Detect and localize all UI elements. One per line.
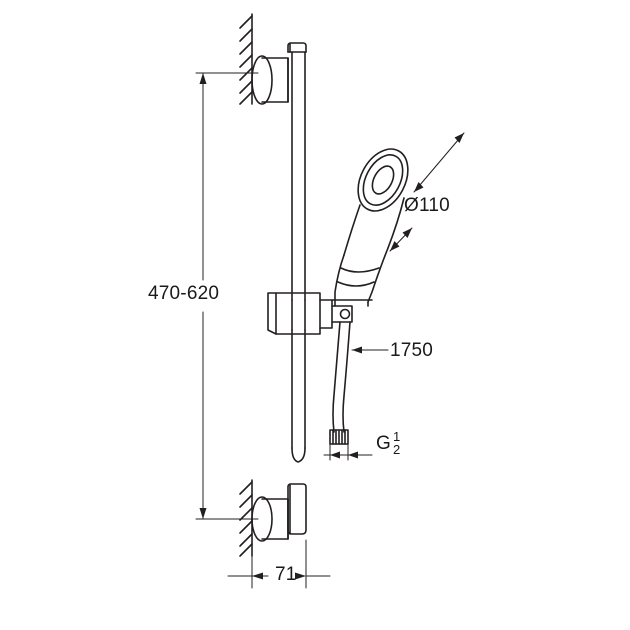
dimension-label-wall-depth: 71: [275, 564, 297, 585]
hand-shower: [331, 148, 409, 307]
diameter-symbol: Ø: [404, 195, 419, 216]
diameter-value: 110: [418, 195, 450, 216]
shower-hose: [332, 321, 351, 433]
thread-numerator: 1: [392, 429, 401, 444]
dimension-label-head-diameter: Ø110: [404, 195, 450, 217]
dimension-wall-depth: [227, 539, 331, 589]
dimension-label-hose-length: 1750: [390, 340, 434, 361]
dimension-thread-size: [323, 443, 373, 461]
wall-bracket-top: [251, 55, 289, 105]
rail-slider-holder: [267, 292, 353, 335]
thread-denominator: 2: [392, 442, 401, 457]
wall-hatch-bottom: [239, 479, 253, 557]
dimension-hose-length: [351, 346, 389, 354]
dimension-label-height-range: 470-620: [148, 283, 220, 304]
rail-top-cap: [287, 42, 307, 53]
thread-prefix: G: [376, 433, 391, 455]
wall-hatch-top: [239, 13, 253, 105]
slide-rail: [291, 51, 306, 463]
wall-bracket-bottom: [251, 483, 307, 542]
dimension-head-diameter: [389, 132, 465, 252]
hose-connector: [329, 429, 349, 445]
dimension-height-range: [195, 72, 259, 520]
